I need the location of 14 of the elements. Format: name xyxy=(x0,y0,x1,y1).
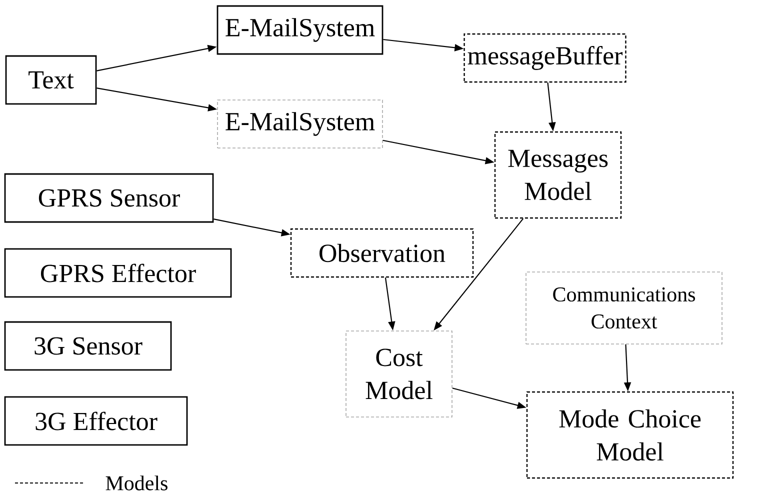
model-box: Cost Model xyxy=(346,330,452,418)
component-box: E-MailSystem xyxy=(216,5,384,55)
model-box: Messages Model xyxy=(494,131,622,219)
legend-label: Models xyxy=(106,476,168,490)
model-box: Observation xyxy=(290,228,474,278)
model-box: Mode Choice Model xyxy=(526,391,734,479)
model-box: Communications Context xyxy=(526,272,722,344)
model-box: messageBuffer xyxy=(464,33,626,83)
component-box: GPRS Sensor xyxy=(4,173,214,223)
model-box: E-MailSystem xyxy=(217,100,383,148)
component-box: Text xyxy=(5,55,97,105)
component-box: GPRS Effector xyxy=(4,248,232,298)
component-box: 3G Effector xyxy=(4,396,188,446)
component-box: 3G Sensor xyxy=(4,321,172,371)
